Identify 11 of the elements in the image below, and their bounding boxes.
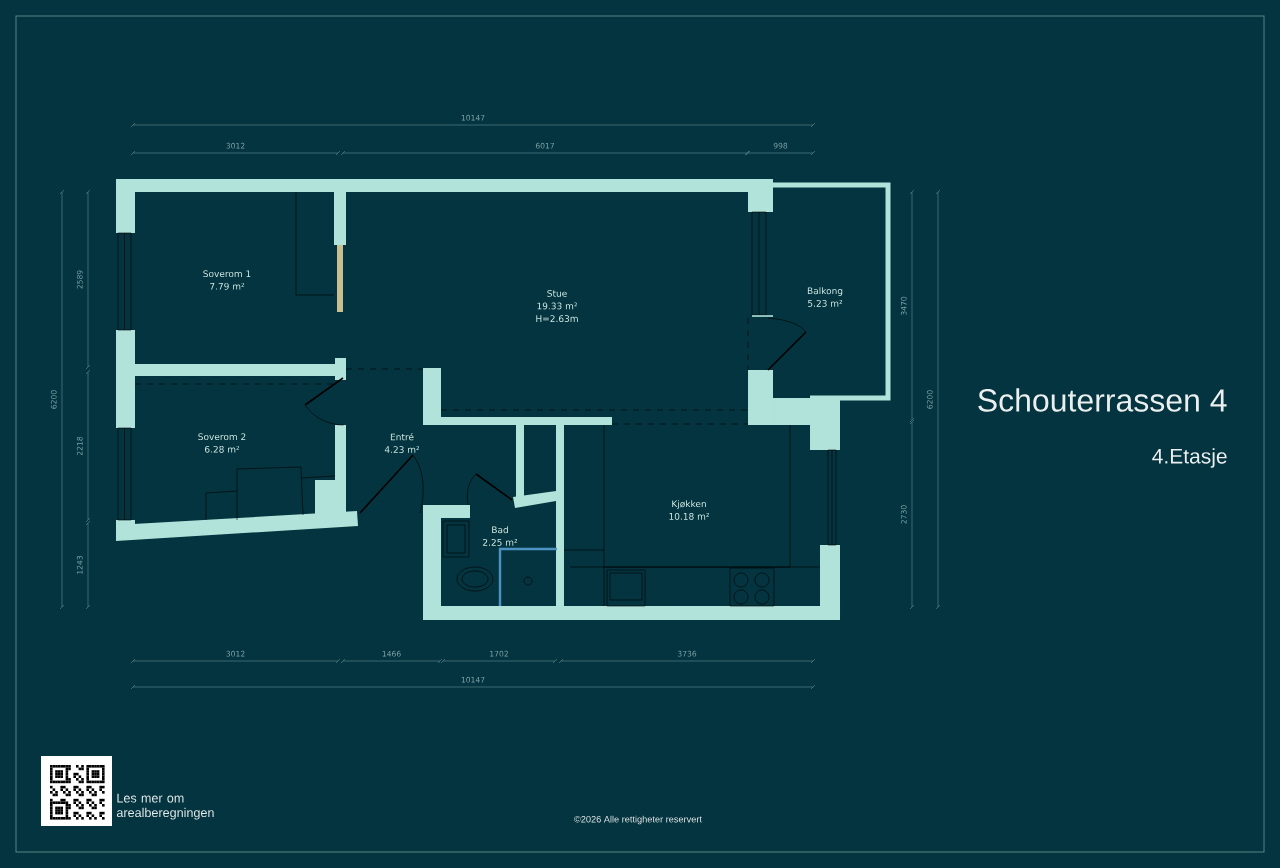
room-label: Balkong 5.23 m²: [807, 287, 843, 307]
room-label: Bad 2.25 m²: [483, 526, 518, 546]
room-label: Entré 4.23 m²: [384, 433, 420, 453]
room-label: Soverom 1 7.79 m²: [203, 270, 251, 290]
copyright-text: ©2026 Alle rettigheter reservert: [574, 815, 702, 825]
note-text: Les mer om arealberegningen: [116, 793, 214, 820]
room-label: Stue 19.33 m² H=2.63m: [536, 290, 578, 322]
floor-label: 4.Etasje: [1152, 448, 1227, 468]
room-label: Soverom 2 6.28 m²: [198, 433, 246, 453]
room-label: Kjøkken 10.18 m²: [669, 500, 709, 520]
title: Schouterrassen 4: [978, 388, 1227, 412]
